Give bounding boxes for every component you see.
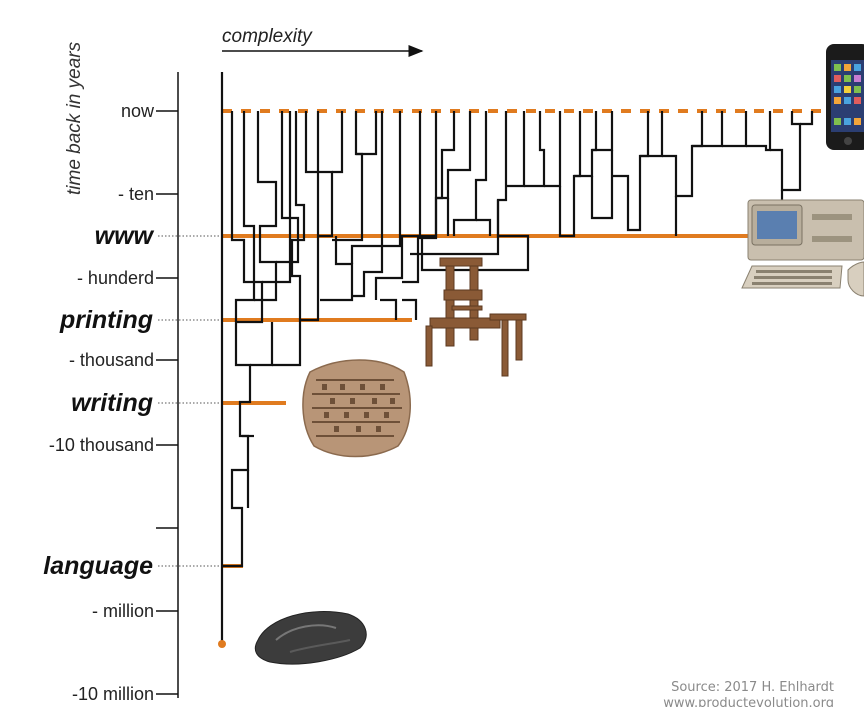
- time-tick-10-thousand: -10 thousand: [49, 435, 178, 455]
- tick-label: - hunderd: [77, 268, 154, 288]
- smartphone: [826, 44, 864, 150]
- tick-label: printing: [59, 306, 153, 334]
- x-axis-title: complexity: [222, 26, 313, 47]
- printing-press: [425, 257, 527, 377]
- time-tick-language: language: [43, 552, 222, 580]
- time-ticks: now - ten www - hunderd printing - thousand wr…: [43, 101, 222, 704]
- source-url-text: www.productevolution.org: [663, 696, 834, 707]
- tick-label: - million: [92, 601, 154, 621]
- tick-label: -10 million: [72, 684, 154, 704]
- tree-origin: [218, 640, 226, 648]
- tick-label: now: [121, 101, 155, 121]
- tick-label: - ten: [118, 184, 154, 204]
- source-url: www.productevolution.org: [663, 696, 834, 707]
- milestone-lines: [222, 109, 838, 568]
- time-tick-hunderd: - hunderd: [77, 268, 178, 288]
- time-tick-printing: printing: [59, 306, 222, 334]
- tick-label: language: [43, 552, 153, 580]
- time-tick-ten: - ten: [118, 184, 178, 204]
- stone-hand-axe: [254, 611, 367, 665]
- time-tick-now: now: [121, 101, 178, 121]
- time-tick-www: www: [95, 222, 222, 250]
- tick-label: -10 thousand: [49, 435, 154, 455]
- source-line: Source: 2017 H. Ehlhardt: [671, 680, 834, 695]
- clay-tablet: [302, 359, 411, 458]
- source-credit: Source: 2017 H. Ehlhardt: [671, 680, 834, 695]
- tick-label: - thousand: [69, 350, 154, 370]
- time-tick-10-million: -10 million: [72, 684, 178, 704]
- y-axis-title: time back in years: [64, 41, 85, 195]
- tick-label: www: [95, 222, 155, 250]
- personal-computer: [741, 199, 864, 297]
- tick-label: writing: [71, 389, 153, 417]
- evolution-tree: [220, 72, 814, 642]
- time-tick-million: - million: [92, 601, 178, 621]
- time-tick-writing: writing: [71, 389, 222, 417]
- time-tick-thousand: - thousand: [69, 350, 178, 370]
